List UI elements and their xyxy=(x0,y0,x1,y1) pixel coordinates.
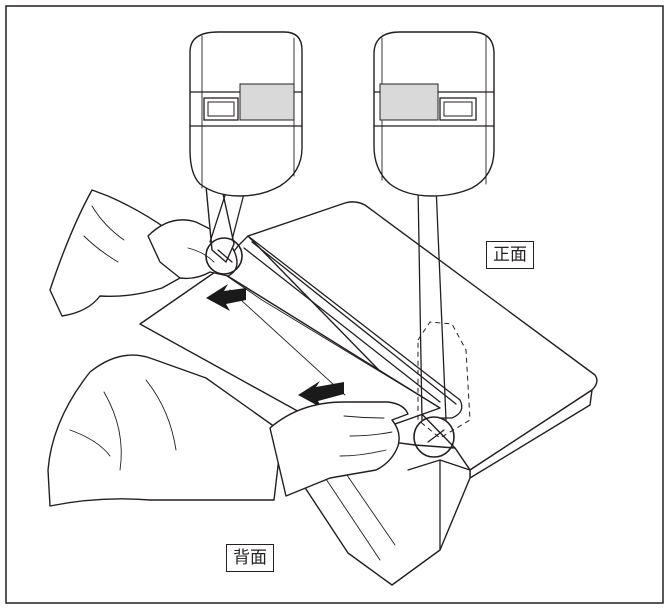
detail-callout-left xyxy=(189,31,303,197)
detail-callout-right xyxy=(373,31,495,197)
label-front: 正面 xyxy=(486,241,534,269)
left-latch-slot xyxy=(203,97,239,121)
left-latch-tab xyxy=(239,83,295,121)
frame-rail xyxy=(225,235,463,419)
arrow-right xyxy=(298,381,344,408)
left-latch-slot-inner xyxy=(207,101,235,117)
arrow-left xyxy=(206,284,246,311)
label-back: 背面 xyxy=(226,544,274,572)
zoom-marker-right xyxy=(413,416,455,458)
film-sheet xyxy=(139,269,441,441)
right-latch-slot-inner xyxy=(443,101,473,117)
insert-direction xyxy=(206,284,346,408)
zoom-marker-left xyxy=(205,237,243,275)
right-latch-slot xyxy=(439,97,477,121)
outer-frame xyxy=(5,5,664,604)
right-hand xyxy=(47,354,409,507)
left-hand xyxy=(49,179,238,317)
right-latch-tab xyxy=(379,83,439,121)
latch-dashed-outline xyxy=(417,321,471,439)
